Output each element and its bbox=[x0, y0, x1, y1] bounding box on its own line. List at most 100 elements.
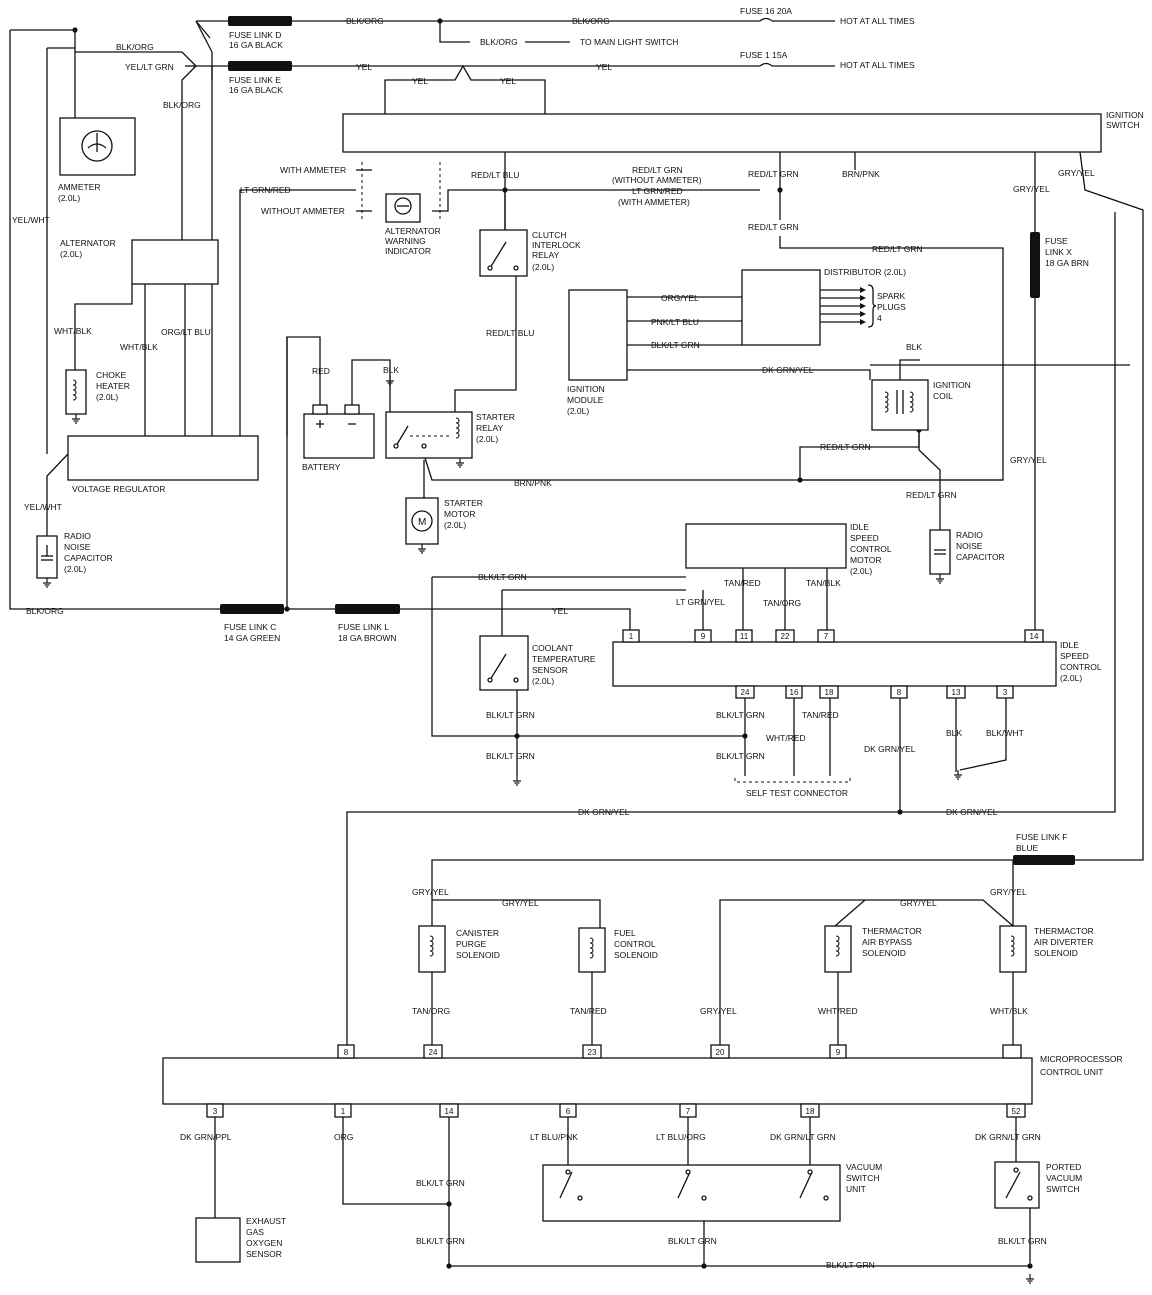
label: SPEED bbox=[1060, 651, 1089, 661]
label: RADIO bbox=[64, 531, 91, 541]
pin-number: 24 bbox=[741, 688, 750, 697]
pin-number: 3 bbox=[1003, 688, 1008, 697]
wire-label: GRY/YEL bbox=[700, 1006, 737, 1016]
label: PLUGS bbox=[877, 302, 906, 312]
label: 4 bbox=[877, 313, 882, 323]
wire-label: RED/LT GRN bbox=[632, 165, 683, 175]
label: FUEL bbox=[614, 928, 636, 938]
label: IGNITION bbox=[933, 380, 971, 390]
wire-label: RED bbox=[312, 366, 330, 376]
wire-label: TAN/RED bbox=[802, 710, 839, 720]
pin-number: 24 bbox=[429, 1048, 438, 1057]
pin-numbers: 1 9 11 22 7 14 24 16 18 8 13 3 8 24 23 2… bbox=[213, 632, 1039, 1116]
label: AIR BYPASS bbox=[862, 937, 912, 947]
fuse-link-x bbox=[1030, 232, 1040, 298]
label: SWITCH bbox=[846, 1173, 880, 1183]
label: (2.0L) bbox=[58, 193, 80, 203]
wire-label: RED/LT BLU bbox=[486, 328, 534, 338]
label: CLUTCH bbox=[532, 230, 566, 240]
isc-top-pins bbox=[622, 629, 1044, 643]
label: IDLE bbox=[1060, 640, 1079, 650]
wire-label: YEL/LT GRN bbox=[125, 62, 174, 72]
idle-speed-control bbox=[612, 641, 1057, 687]
label: 16 GA BLACK bbox=[229, 40, 283, 50]
label: INDICATOR bbox=[385, 246, 431, 256]
pin-number: 18 bbox=[806, 1107, 815, 1116]
label: 16 GA BLACK bbox=[229, 85, 283, 95]
wire-label: (WITH AMMETER) bbox=[618, 197, 690, 207]
wire-label: RED/LT GRN bbox=[872, 244, 923, 254]
label: SENSOR bbox=[246, 1249, 282, 1259]
label: SOLENOID bbox=[1034, 948, 1078, 958]
label: SWITCH bbox=[1046, 1184, 1080, 1194]
label: MICROPROCESSOR bbox=[1040, 1054, 1123, 1064]
label: RELAY bbox=[532, 250, 560, 260]
pin-number: 9 bbox=[836, 1048, 841, 1057]
label: CAPACITOR bbox=[956, 552, 1005, 562]
wire-label: BLK/LT GRN bbox=[716, 751, 765, 761]
wire-label: GRY/YEL bbox=[1010, 455, 1047, 465]
label: PURGE bbox=[456, 939, 487, 949]
wire-label: GRY/YEL bbox=[1013, 184, 1050, 194]
ignition-switch bbox=[342, 113, 1102, 153]
ground-symbol bbox=[953, 769, 963, 780]
label: OXYGEN bbox=[246, 1238, 282, 1248]
pin-number: 13 bbox=[952, 688, 961, 697]
label: (2.0L) bbox=[444, 520, 466, 530]
wire-label: BLK/LT GRN bbox=[826, 1260, 875, 1270]
label: WARNING bbox=[385, 236, 426, 246]
label: STARTER bbox=[476, 412, 515, 422]
wire-label: LT GRN/RED bbox=[632, 186, 683, 196]
clutch-interlock-relay bbox=[479, 229, 528, 277]
wire-label: GRY/YEL bbox=[412, 887, 449, 897]
wire-label: BLK/LT GRN bbox=[716, 710, 765, 720]
starter-motor: M bbox=[405, 497, 439, 554]
label: SOLENOID bbox=[614, 950, 658, 960]
label: ALTERNATOR bbox=[60, 238, 116, 248]
wire-label: BLK/LT GRN bbox=[478, 572, 527, 582]
fuse-link-e bbox=[228, 61, 292, 71]
label: FUSE LINK F bbox=[1016, 832, 1067, 842]
wire-label: WHT/RED bbox=[818, 1006, 858, 1016]
label: SOLENOID bbox=[862, 948, 906, 958]
wire-label: YEL/WHT bbox=[24, 502, 62, 512]
wire-label: BLK/LT GRN bbox=[486, 710, 535, 720]
wire-label: DK GRN/YEL bbox=[762, 365, 814, 375]
choke-heater bbox=[65, 369, 87, 424]
label: RADIO bbox=[956, 530, 983, 540]
label: ALTERNATOR bbox=[385, 226, 441, 236]
wire-label: LT BLU/ORG bbox=[656, 1132, 706, 1142]
label: MODULE bbox=[567, 395, 604, 405]
exhaust-gas-oxygen-sensor bbox=[195, 1217, 241, 1263]
wire-label: BRN/PNK bbox=[514, 478, 552, 488]
wire-label: YEL bbox=[356, 62, 372, 72]
svg-text:M: M bbox=[418, 517, 426, 528]
self-test-connector-bracket bbox=[734, 778, 851, 783]
wire-label: GRY/YEL bbox=[900, 898, 937, 908]
canister-purge-solenoid bbox=[418, 925, 446, 973]
label: FUSE 1 15A bbox=[740, 50, 788, 60]
voltage-regulator bbox=[67, 435, 259, 481]
wire-label: RED/LT BLU bbox=[471, 170, 519, 180]
label: RELAY bbox=[476, 423, 504, 433]
distributor bbox=[741, 269, 821, 346]
wire-label: WHT/BLK bbox=[120, 342, 158, 352]
label: (2.0L) bbox=[850, 566, 872, 576]
wire-label: ORG bbox=[334, 1132, 353, 1142]
wire-label: BLK/ORG bbox=[480, 37, 518, 47]
fuse-link-c bbox=[220, 604, 284, 614]
label: NOISE bbox=[956, 541, 983, 551]
wire-label: DK GRN/YEL bbox=[864, 744, 916, 754]
radio-noise-capacitor-right bbox=[929, 529, 951, 584]
label: LINK X bbox=[1045, 247, 1072, 257]
label: COOLANT bbox=[532, 643, 573, 653]
label: UNIT bbox=[846, 1184, 866, 1194]
wire-label: ORG/LT BLU bbox=[161, 327, 211, 337]
label: FUSE LINK D bbox=[229, 30, 281, 40]
wire-label: DK GRN/LT GRN bbox=[770, 1132, 836, 1142]
wire-label: BLK bbox=[906, 342, 922, 352]
wire-label: BLK/LT GRN bbox=[416, 1178, 465, 1188]
label: VOLTAGE REGULATOR bbox=[72, 484, 165, 494]
label: STARTER bbox=[444, 498, 483, 508]
thermactor-air-diverter-solenoid bbox=[999, 925, 1027, 973]
